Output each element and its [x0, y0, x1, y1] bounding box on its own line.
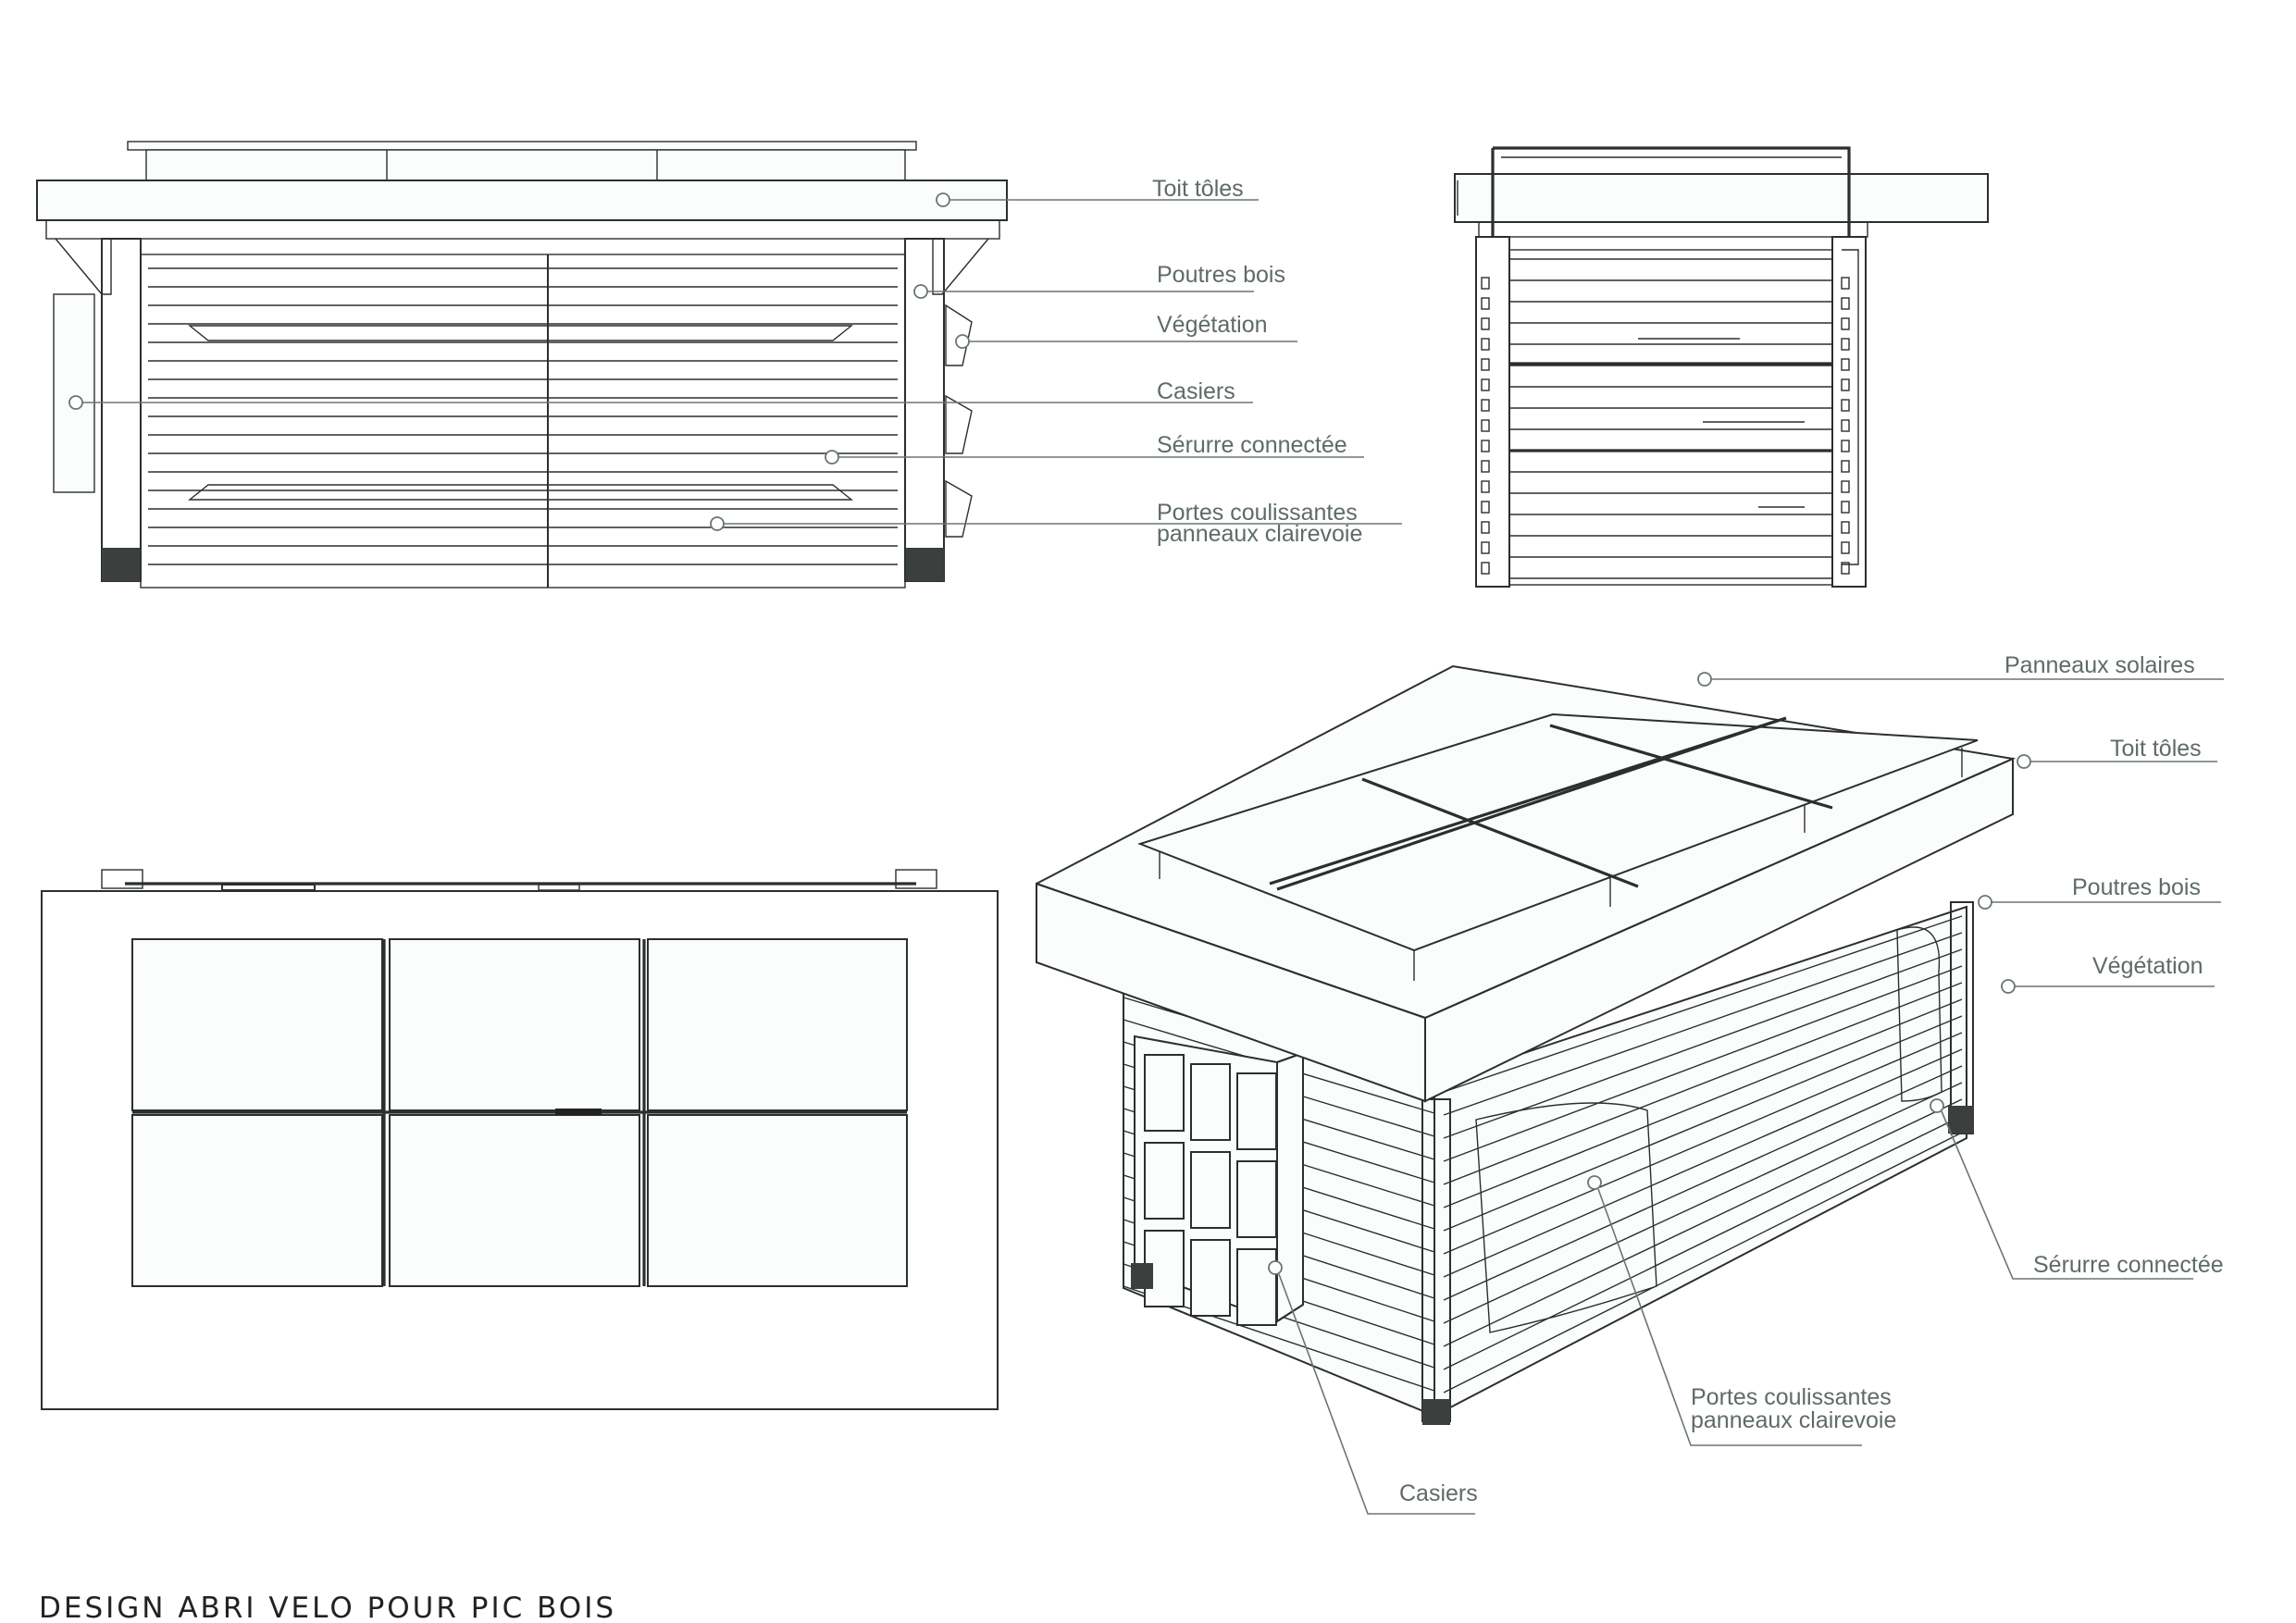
- front-view-annotations: Toit tôles Poutres bois Végétation Casie…: [68, 176, 1402, 547]
- side-hinge: [1841, 338, 1850, 351]
- callout-panneaux-dot: [1697, 672, 1712, 687]
- side-hinge: [1841, 378, 1850, 391]
- side-hinge: [1841, 317, 1850, 330]
- drawing-title: DESIGN ABRI VELO POUR PIC BOIS: [39, 1592, 616, 1623]
- label-p-serrure-connectee: Sérurre connectée: [2033, 1252, 2224, 1278]
- locker-door: [1190, 1151, 1231, 1229]
- callout-casiers-dot: [68, 395, 83, 410]
- label-p-toit-toles: Toit tôles: [2110, 736, 2202, 762]
- side-hinge: [1841, 562, 1850, 575]
- perspective-drawing: [1036, 664, 2017, 1425]
- side-hinge: [1841, 480, 1850, 493]
- label-portes-coulissantes: Portes coulissantes: [1157, 500, 1358, 526]
- label-p-vegetation: Végétation: [2092, 953, 2203, 979]
- callout-portes-dot: [710, 516, 725, 531]
- callout-p-portes-dot: [1587, 1175, 1602, 1190]
- right-wall-slat: [1443, 1132, 1963, 1394]
- right-wall-slat: [1443, 1015, 1963, 1232]
- locker-door: [1236, 1072, 1277, 1150]
- locker-door: [1144, 1142, 1185, 1220]
- label-p-portes-coulissantes: Portes coulissantes: [1691, 1384, 1892, 1410]
- right-wall-slat: [1443, 1082, 1963, 1324]
- locker-door: [1236, 1248, 1277, 1326]
- locker-door: [1144, 1054, 1185, 1132]
- side-hinge: [1481, 460, 1490, 473]
- label-panneaux-solaires: Panneaux solaires: [2004, 652, 2195, 678]
- front-elevation-drawing: [36, 141, 1008, 588]
- side-hinge: [1841, 358, 1850, 371]
- side-hinge: [1481, 297, 1490, 310]
- side-hinge: [1481, 338, 1490, 351]
- plan-view-drawing: [41, 869, 999, 1410]
- plan-solar-panels: [131, 938, 908, 1287]
- side-hinge: [1841, 419, 1850, 432]
- side-hinge: [1841, 501, 1850, 514]
- locker-door: [1236, 1160, 1277, 1238]
- label-vegetation: Végétation: [1157, 312, 1268, 338]
- callout-p-serrure-dot: [1930, 1098, 1944, 1113]
- side-hinge: [1841, 297, 1850, 310]
- label-poutres-bois: Poutres bois: [1157, 262, 1285, 288]
- callout-toit-dot: [936, 192, 950, 207]
- side-hinge: [1481, 358, 1490, 371]
- side-hinge: [1481, 277, 1490, 290]
- callout-vegetation-dot: [955, 334, 970, 349]
- side-hinge: [1841, 460, 1850, 473]
- side-hinge: [1481, 399, 1490, 412]
- side-hinge: [1481, 541, 1490, 554]
- side-hinge: [1481, 378, 1490, 391]
- right-wall-slat: [1443, 998, 1963, 1208]
- side-hinge: [1841, 277, 1850, 290]
- right-wall-slat: [1443, 965, 1963, 1162]
- right-wall-slat: [1443, 1048, 1963, 1278]
- side-hinge: [1481, 317, 1490, 330]
- right-wall-slat: [1443, 915, 1963, 1093]
- locker-door: [1190, 1063, 1231, 1141]
- locker-door: [1190, 1239, 1231, 1317]
- callout-p-toit-dot: [2017, 754, 2031, 769]
- side-hinge: [1481, 419, 1490, 432]
- side-hinge: [1841, 541, 1850, 554]
- right-wall-slat: [1443, 1065, 1963, 1301]
- label-p-panneaux-clairevoie: panneaux clairevoie: [1691, 1407, 1896, 1433]
- callout-p-vegetation-dot: [2001, 979, 2016, 994]
- side-hinge: [1481, 501, 1490, 514]
- right-wall-slat: [1443, 948, 1963, 1139]
- side-hinge: [1481, 440, 1490, 452]
- side-elevation-drawing: [1454, 146, 1989, 588]
- side-hinge: [1481, 562, 1490, 575]
- side-hinge: [1841, 399, 1850, 412]
- right-wall-slat: [1443, 1115, 1963, 1370]
- callout-p-poutres-dot: [1978, 895, 1992, 910]
- right-wall-slat: [1443, 932, 1963, 1116]
- perspective-annotations: Panneaux solaires Toit tôles Poutres boi…: [1268, 652, 2224, 1515]
- label-p-casiers: Casiers: [1399, 1481, 1478, 1506]
- right-wall-slat: [1443, 1098, 1963, 1347]
- callout-poutres-dot: [913, 284, 928, 299]
- right-wall-slat: [1443, 982, 1963, 1185]
- callout-serrure-dot: [825, 450, 839, 465]
- label-p-poutres-bois: Poutres bois: [2072, 874, 2201, 900]
- label-toit-toles: Toit tôles: [1152, 176, 1244, 202]
- side-hinge: [1481, 480, 1490, 493]
- side-hinge: [1841, 440, 1850, 452]
- side-hinge: [1481, 521, 1490, 534]
- label-serrure-connectee: Sérurre connectée: [1157, 432, 1347, 458]
- label-casiers: Casiers: [1157, 378, 1235, 404]
- right-wall-slat: [1443, 1032, 1963, 1255]
- label-panneaux-clairevoie: panneaux clairevoie: [1157, 521, 1362, 547]
- callout-p-casiers-dot: [1268, 1260, 1283, 1275]
- side-hinge: [1841, 521, 1850, 534]
